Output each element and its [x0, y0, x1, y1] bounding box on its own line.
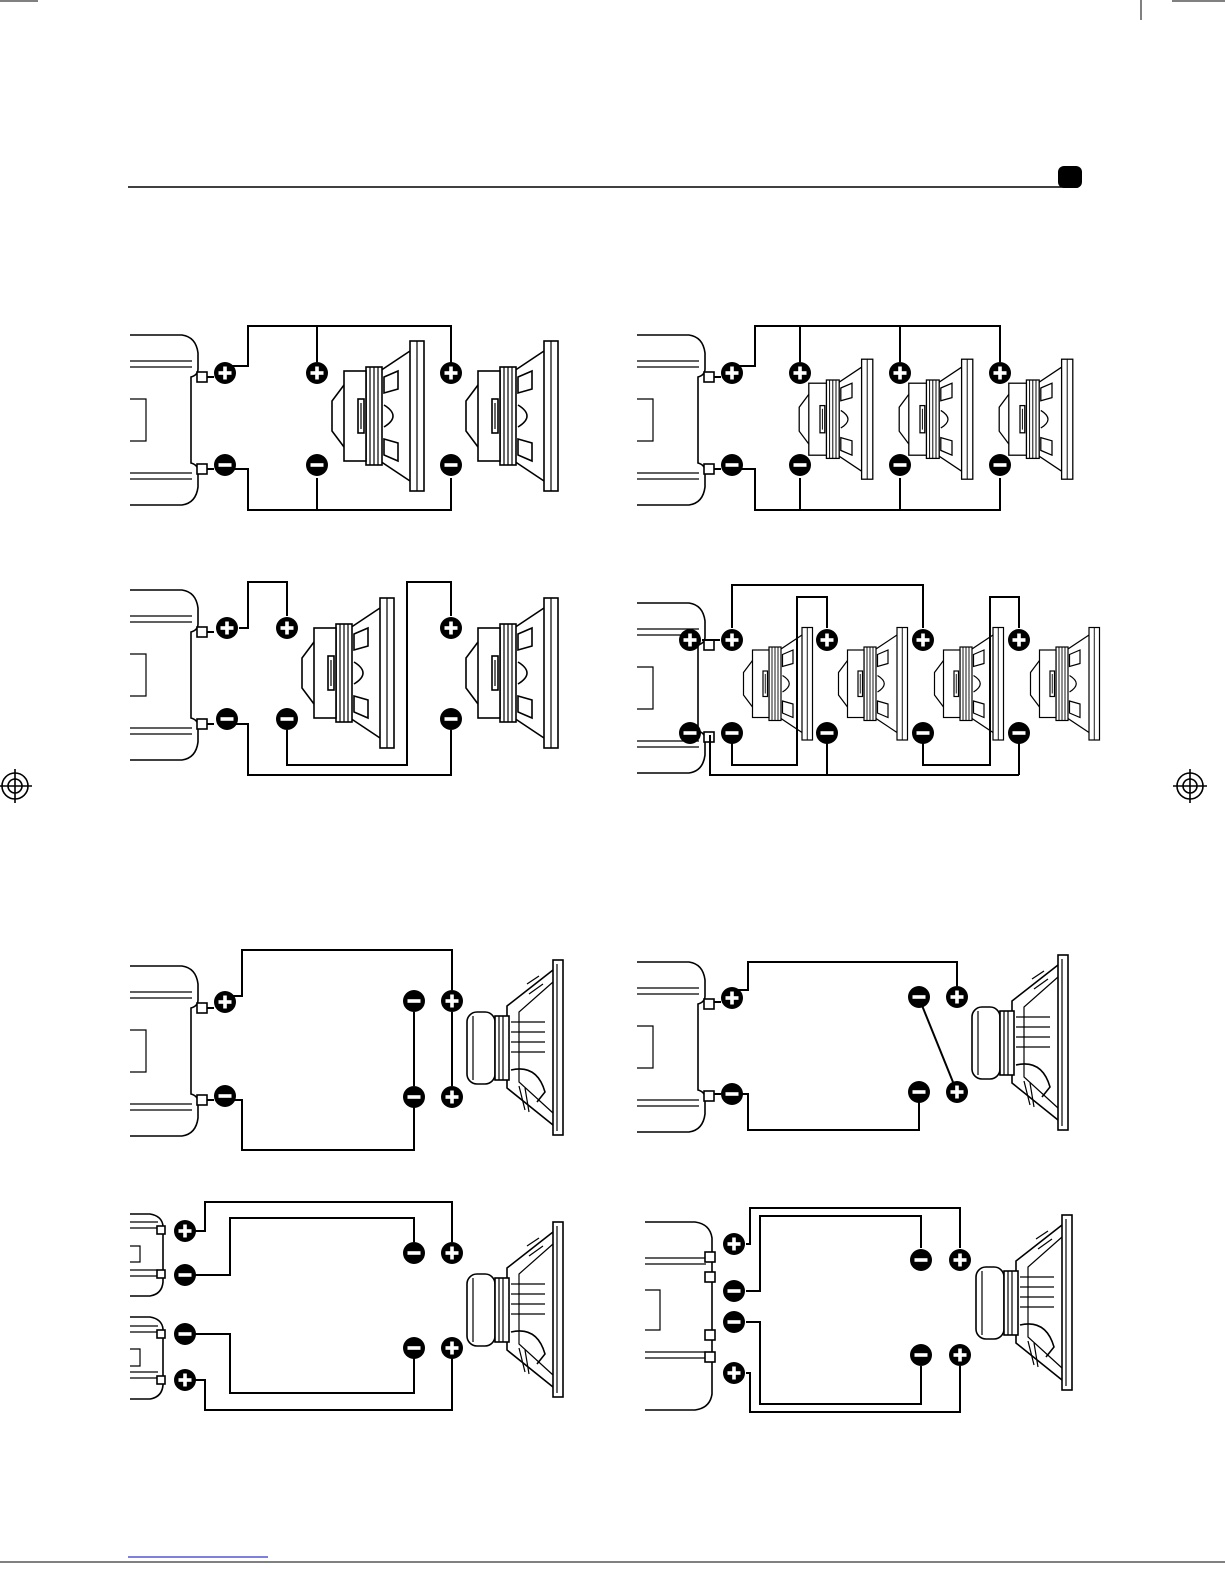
plus-terminal-icon [721, 987, 743, 1009]
amplifier-upper [130, 1214, 165, 1296]
plus-terminal-icon [912, 629, 934, 651]
minus-terminal-icon [910, 1249, 932, 1271]
plus-terminal-icon [441, 990, 463, 1012]
plus-terminal-icon [214, 362, 236, 384]
page-tab-marker [1058, 166, 1082, 188]
plus-terminal-icon [889, 362, 911, 384]
plus-terminal-icon [216, 617, 238, 639]
minus-terminal-icon [908, 1081, 930, 1103]
minus-terminal-icon [276, 708, 298, 730]
plus-terminal-icon [816, 629, 838, 651]
minus-terminal-icon [403, 1242, 425, 1264]
diagram-dvc-series [637, 955, 1068, 1132]
plus-terminal-icon [276, 617, 298, 639]
minus-terminal-icon [1008, 722, 1030, 744]
registration-mark-icon [0, 769, 32, 803]
plus-terminal-icon [679, 629, 701, 651]
plus-terminal-icon [440, 362, 462, 384]
amplifier-bridged [645, 1222, 715, 1410]
plus-terminal-icon [441, 1242, 463, 1264]
plus-terminal-icon [946, 986, 968, 1008]
plus-terminal-icon [789, 362, 811, 384]
minus-terminal-icon [908, 986, 930, 1008]
minus-terminal-icon [721, 454, 743, 476]
minus-terminal-icon [889, 454, 911, 476]
minus-terminal-icon [440, 708, 462, 730]
minus-terminal-icon [306, 454, 328, 476]
plus-terminal-icon [949, 1344, 971, 1366]
diagram-dvc-two-amps [130, 1202, 563, 1410]
plus-terminal-icon [946, 1081, 968, 1103]
diagram-two-speakers-parallel [130, 326, 558, 510]
minus-terminal-icon [912, 722, 934, 744]
minus-terminal-icon [679, 722, 701, 744]
plus-terminal-icon [441, 1337, 463, 1359]
diagram-dvc-parallel [130, 950, 563, 1150]
plus-terminal-icon [174, 1220, 196, 1242]
minus-terminal-icon [721, 722, 743, 744]
minus-terminal-icon [174, 1264, 196, 1286]
plus-terminal-icon [441, 1086, 463, 1108]
plus-terminal-icon [440, 617, 462, 639]
minus-terminal-icon [403, 990, 425, 1012]
plus-terminal-icon [174, 1369, 196, 1391]
minus-terminal-icon [789, 454, 811, 476]
diagram-four-speakers-series-parallel [637, 585, 1100, 775]
plus-terminal-icon [721, 362, 743, 384]
minus-terminal-icon [214, 1085, 236, 1107]
minus-terminal-icon [910, 1344, 932, 1366]
amplifier-lower [130, 1317, 165, 1399]
minus-terminal-icon [174, 1323, 196, 1345]
plus-terminal-icon [723, 1233, 745, 1255]
minus-terminal-icon [214, 454, 236, 476]
minus-terminal-icon [403, 1337, 425, 1359]
plus-terminal-icon [306, 362, 328, 384]
registration-mark-icon [1173, 769, 1207, 803]
plus-terminal-icon [989, 362, 1011, 384]
minus-terminal-icon [816, 722, 838, 744]
plus-terminal-icon [949, 1249, 971, 1271]
minus-terminal-icon [989, 454, 1011, 476]
minus-terminal-icon [721, 1083, 743, 1105]
minus-terminal-icon [723, 1311, 745, 1333]
plus-terminal-icon [721, 629, 743, 651]
diagram-two-speakers-series [130, 582, 558, 775]
minus-terminal-icon [216, 708, 238, 730]
plus-terminal-icon [214, 991, 236, 1013]
diagram-three-speakers-parallel [637, 326, 1073, 510]
plus-terminal-icon [723, 1362, 745, 1384]
minus-terminal-icon [723, 1280, 745, 1302]
minus-terminal-icon [403, 1086, 425, 1108]
minus-terminal-icon [440, 454, 462, 476]
diagram-dvc-bridged [645, 1208, 1072, 1412]
plus-terminal-icon [1008, 629, 1030, 651]
